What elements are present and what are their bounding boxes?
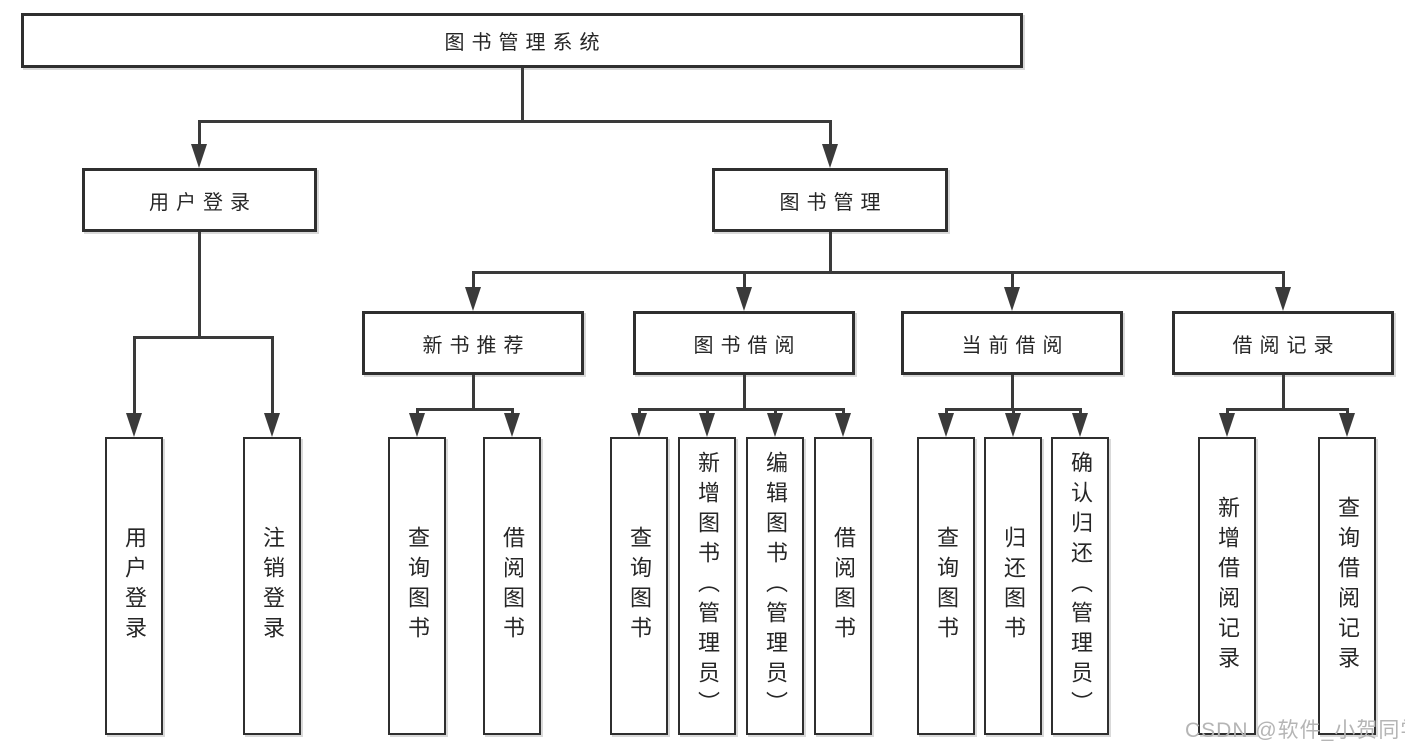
leaf-add-borrow-record: 新增借阅记录 [1198,437,1256,735]
arrowhead-down-icon [126,413,142,437]
node-new-book-recommend: 新书推荐 [362,311,584,375]
node-user-login: 用户登录 [82,168,317,232]
leaf-borrow-book-recommend: 借阅图书 [483,437,541,735]
connector-vline [133,336,136,416]
connector-vline [945,408,948,416]
arrowhead-down-icon [699,413,715,437]
leaf-query-book-current-label: 查询图书 [934,526,959,646]
node-book-management-label: 图书管理 [779,191,888,214]
connector-hline [133,336,274,339]
arrowhead-down-icon [822,144,838,168]
arrowhead-down-icon [264,413,280,437]
leaf-user-login-label: 用户登录 [122,526,147,646]
connector-vline [842,408,845,416]
arrowhead-down-icon [1219,413,1235,437]
node-user-login-label: 用户登录 [149,191,257,214]
leaf-confirm-return-admin: 确认归还（管理员） [1051,437,1109,735]
node-book-borrow-label: 图书借阅 [693,334,802,357]
arrowhead-down-icon [1072,413,1088,437]
leaf-add-book-admin-label: 新增图书（管理员） [695,451,720,721]
arrowhead-down-icon [767,413,783,437]
connector-vline [743,375,746,411]
arrowhead-down-icon [1275,287,1291,311]
arrowhead-down-icon [409,413,425,437]
node-borrow-record-label: 借阅记录 [1232,334,1341,357]
leaf-query-book-recommend: 查询图书 [388,437,446,735]
connector-vline [472,271,475,290]
connector-vline [1282,375,1285,411]
connector-vline [1011,375,1014,411]
leaf-borrow-book-label: 借阅图书 [831,526,856,646]
leaf-query-book-borrow: 查询图书 [610,437,668,735]
connector-hline [472,271,1285,274]
connector-vline [1012,408,1015,416]
connector-vline [1079,408,1082,416]
arrowhead-down-icon [1339,413,1355,437]
leaf-query-book-current: 查询图书 [917,437,975,735]
leaf-add-borrow-record-label: 新增借阅记录 [1215,496,1240,676]
leaf-user-login: 用户登录 [105,437,163,735]
leaf-return-book: 归还图书 [984,437,1042,735]
connector-vline [1282,271,1285,290]
arrowhead-down-icon [1004,287,1020,311]
connector-hline [1226,408,1349,411]
arrowhead-down-icon [631,413,647,437]
root-node-library-system: 图书管理系统 [21,13,1023,68]
connector-vline [271,336,274,416]
leaf-query-borrow-record: 查询借阅记录 [1318,437,1376,735]
arrowhead-down-icon [465,287,481,311]
node-current-borrow-label: 当前借阅 [961,334,1070,357]
connector-vline [1346,408,1349,416]
arrowhead-down-icon [191,144,207,168]
leaf-edit-book-admin-label: 编辑图书（管理员） [763,451,788,721]
node-new-book-recommend-label: 新书推荐 [422,334,531,357]
connector-hline [416,408,514,411]
leaf-edit-book-admin: 编辑图书（管理员） [746,437,804,735]
node-borrow-record: 借阅记录 [1172,311,1394,375]
leaf-borrow-book: 借阅图书 [814,437,872,735]
connector-vline [706,408,709,416]
connector-vline [1226,408,1229,416]
arrowhead-down-icon [1005,413,1021,437]
connector-vline [829,120,832,147]
arrowhead-down-icon [736,287,752,311]
connector-vline [416,408,419,416]
connector-vline [511,408,514,416]
connector-vline [638,408,641,416]
connector-vline [829,232,832,274]
connector-vline [743,271,746,290]
node-book-borrow: 图书借阅 [633,311,855,375]
root-node-label: 图书管理系统 [444,32,607,54]
leaf-logout: 注销登录 [243,437,301,735]
connector-vline [198,232,201,339]
arrowhead-down-icon [504,413,520,437]
leaf-return-book-label: 归还图书 [1001,526,1026,646]
connector-vline [472,375,475,411]
leaf-query-borrow-record-label: 查询借阅记录 [1335,496,1360,676]
node-book-management: 图书管理 [712,168,948,232]
arrowhead-down-icon [938,413,954,437]
connector-vline [774,408,777,416]
leaf-borrow-book-recommend-label: 借阅图书 [500,526,525,646]
leaf-query-book-borrow-label: 查询图书 [627,526,652,646]
node-current-borrow: 当前借阅 [901,311,1123,375]
connector-hline [198,120,832,123]
connector-vline [1011,271,1014,290]
leaf-logout-label: 注销登录 [260,526,285,646]
arrowhead-down-icon [835,413,851,437]
csdn-watermark: CSDN @软件_小贺同学 [1185,719,1405,742]
connector-vline [198,120,201,147]
leaf-add-book-admin: 新增图书（管理员） [678,437,736,735]
leaf-confirm-return-admin-label: 确认归还（管理员） [1068,451,1093,721]
leaf-query-book-recommend-label: 查询图书 [405,526,430,646]
connector-hline [638,408,845,411]
connector-vline [521,68,524,123]
